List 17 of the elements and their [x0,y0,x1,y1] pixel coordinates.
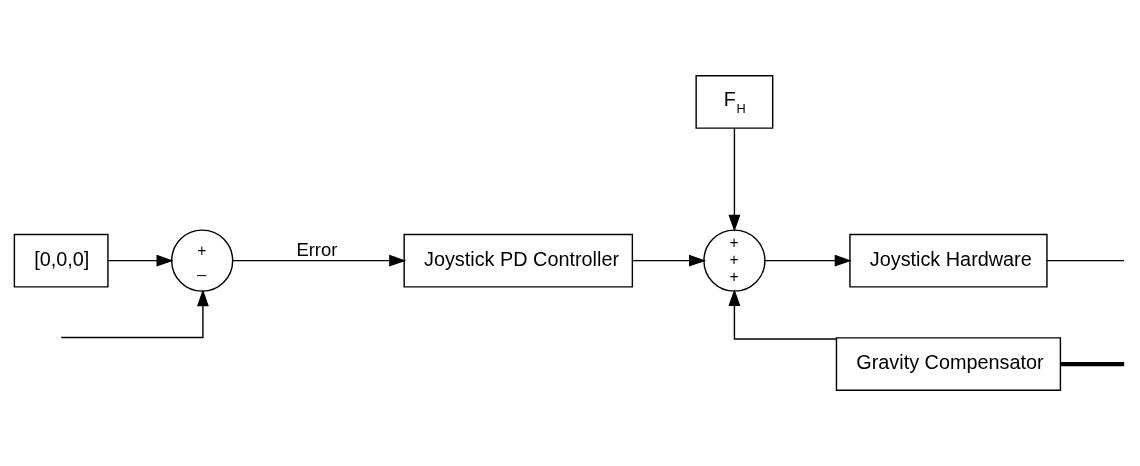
arrow [631,254,706,267]
node-circle: + _ [171,229,234,292]
node-box: Joystick Hardware [849,233,1048,288]
edge-label: Error [296,238,338,260]
arrow [60,289,209,339]
connector [1060,362,1125,367]
arrow [728,289,838,340]
arrow [728,127,741,232]
node-box: F$_{H}$ [695,74,774,129]
node-box: Joystick PD Controller [403,233,634,288]
node-box: Gravity Compensator [835,337,1062,392]
arrow [232,254,407,267]
node-circle: + + + [703,229,766,292]
arrow [764,254,852,267]
arrow [107,254,174,267]
connector [1046,259,1125,262]
node-box: [0,0,0] [13,233,109,288]
